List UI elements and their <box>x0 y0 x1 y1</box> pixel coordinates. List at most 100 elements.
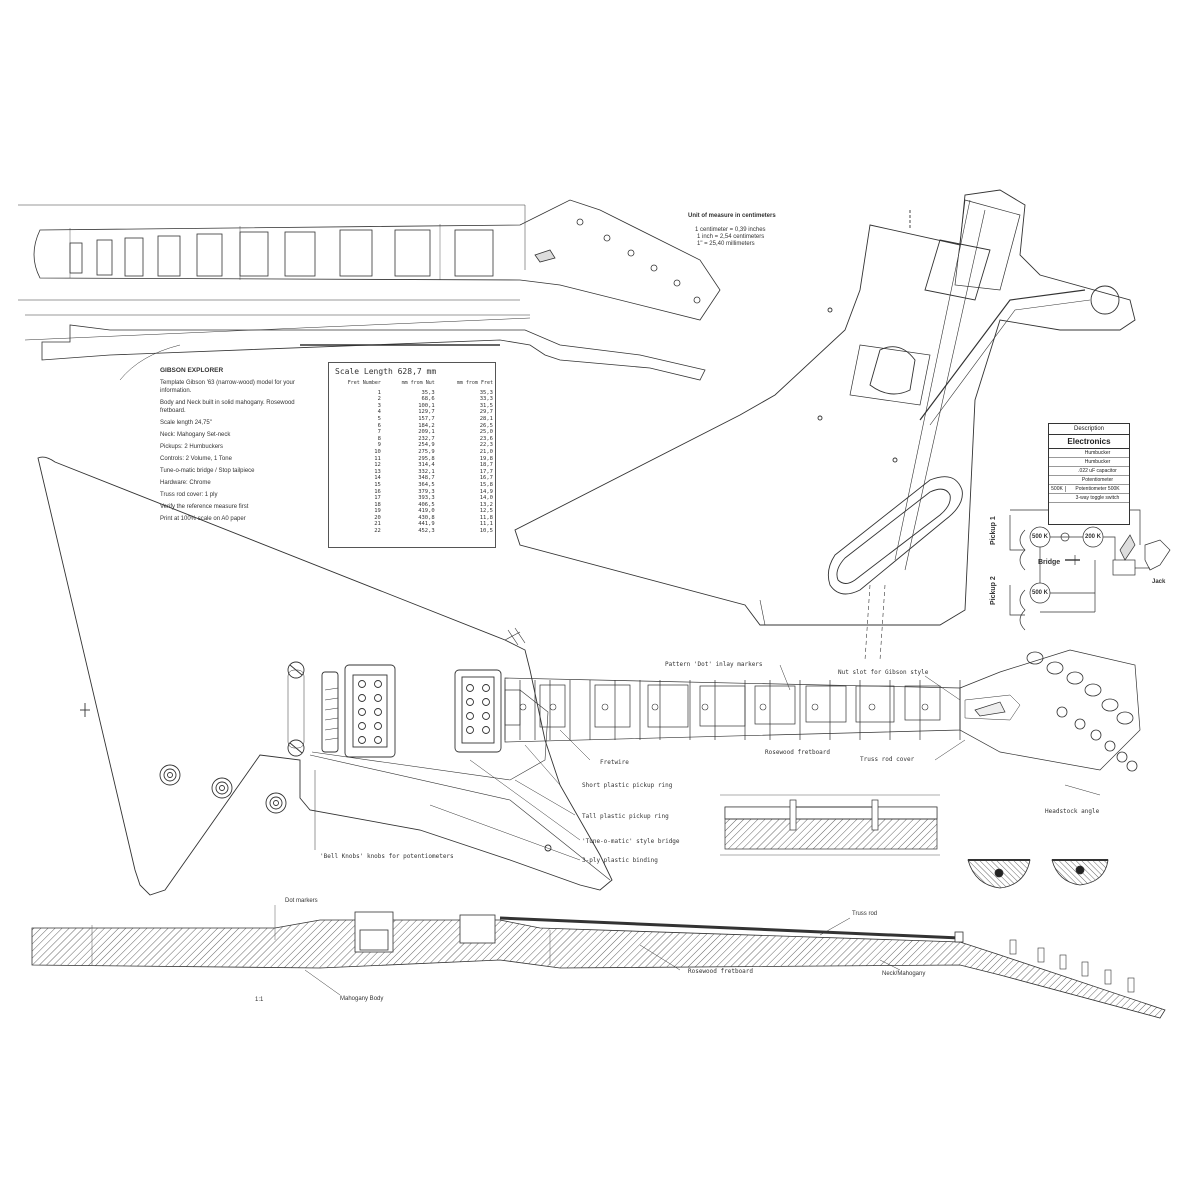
label-binding: 3-ply plastic binding <box>582 857 658 864</box>
spec-line: Hardware: Chrome <box>160 480 211 486</box>
units-line-3: 1" = 25,40 millimeters <box>697 241 755 247</box>
spec-line: Neck: Mahogany Set-neck <box>160 432 231 438</box>
spec-line: Scale length 24,75" <box>160 420 212 426</box>
schematic-pickup1: Pickup 1 <box>990 516 997 545</box>
units-line-2: 1 inch = 2,54 centimeters <box>697 234 765 240</box>
fret-table-cell: 275,9 <box>418 448 435 455</box>
inlay-marker <box>754 685 796 725</box>
fret-table-cell: 13 <box>374 468 381 475</box>
explorer-body-back <box>514 189 1136 661</box>
fret-table-caption: Scale Length 628,7 mm <box>335 367 437 376</box>
fret-table-cell: 26,5 <box>479 422 493 429</box>
fretboard-main <box>504 649 1141 772</box>
schematic-pot2: 200 K <box>1085 534 1102 540</box>
guitar-side-view <box>31 905 1166 1019</box>
fret-table-cell: 68,6 <box>421 396 435 403</box>
fret-table-cell: 129,7 <box>418 409 435 416</box>
inlay-marker <box>594 684 631 728</box>
fret-table-cell: 10,5 <box>479 528 493 535</box>
inlay-marker <box>855 685 895 723</box>
fret-table-cell: 14,9 <box>479 488 493 495</box>
fret-table-row: 10 275,9 21,0 <box>329 449 495 456</box>
fret-table-cell: 7 <box>377 429 381 436</box>
fret-table-cell: 430,8 <box>418 514 435 521</box>
label-dot-markers: Dot markers <box>285 898 318 904</box>
inlay-marker <box>805 685 847 723</box>
fret-table-cell: 14,0 <box>479 495 493 502</box>
neck-top-view <box>18 199 721 321</box>
schematic-pot3: 500 K <box>1032 590 1049 596</box>
spec-line: Body and Neck built in solid mahogany. R… <box>160 400 295 414</box>
fret-table-cell: 28,1 <box>479 415 493 422</box>
fret-table-cell: 393,3 <box>418 495 435 502</box>
fret-table-cell: 10 <box>374 448 381 455</box>
fret-table-cell: 21 <box>374 521 381 528</box>
label-scale: 1:1 <box>255 997 264 1003</box>
fret-table-cell: 12,5 <box>479 508 493 515</box>
fret-table-cell: 100,1 <box>418 402 435 409</box>
fret-table-cell: 23,6 <box>479 435 493 442</box>
neck-profiles <box>967 859 1109 889</box>
spec-line: Pickups: 2 Humbuckers <box>160 444 224 450</box>
fret-table-cell: 15 <box>374 481 381 488</box>
fretboard-dots <box>519 703 929 711</box>
fret-table-cell: 314,4 <box>418 462 435 469</box>
fret-table-cell: 18 <box>374 501 381 508</box>
fret-table-cell: 1 <box>377 389 381 396</box>
fret-table-cell: 35,3 <box>421 389 435 396</box>
spec-line: Template Gibson '63 (narrow-wood) model … <box>160 380 295 394</box>
label-truss-rod: Truss rod <box>852 911 878 917</box>
fret-table-header-row: Fret Number mm from Nut mm from Fret <box>329 380 495 390</box>
wiring-schematic <box>1009 509 1171 631</box>
fret-table-row: 12 314,4 18,7 <box>329 462 495 469</box>
fret-table-cell: 348,7 <box>418 475 435 482</box>
fret-table-cell: 31,5 <box>479 402 493 409</box>
neck-side-view <box>24 314 706 381</box>
fret-table-cell: 11 <box>374 455 381 462</box>
fret-table-cell: 379,3 <box>418 488 435 495</box>
electronics-legend: Description Electronics Humbucker Humbuc… <box>1048 423 1130 525</box>
fret-table-cell: 21,0 <box>479 448 493 455</box>
fret-table-cell: 254,9 <box>418 442 435 449</box>
fret-table-cell: 18,7 <box>479 462 493 469</box>
label-fretboard-side: Rosewood fretboard <box>688 968 754 975</box>
spec-block: GIBSON EXPLORER Template Gibson '63 (nar… <box>160 367 320 527</box>
spec-line: Controls: 2 Volume, 1 Tone <box>160 456 232 462</box>
fret-table-cell: 12 <box>374 462 381 469</box>
schematic-pot1: 500 K <box>1032 534 1049 540</box>
fret-table-cell: 13,2 <box>479 501 493 508</box>
legend-row: Potentiometer <box>1049 476 1129 485</box>
inlay-marker <box>647 684 689 728</box>
inlay-marker <box>904 685 941 721</box>
units-title: Unit of measure in centimeters <box>688 213 776 219</box>
fret-table-cell: 5 <box>377 415 381 422</box>
label-fretboard: Rosewood fretboard <box>765 749 831 756</box>
fret-table-cell: 4 <box>377 409 381 416</box>
fret-table-cell: 441,9 <box>418 521 435 528</box>
fret-table-cell: 9 <box>377 442 381 449</box>
fret-table-header: mm from Fret <box>456 380 493 386</box>
label-position-markers: Pattern 'Dot' inlay markers <box>665 661 763 668</box>
label-truss-cover: Truss rod cover <box>860 756 915 763</box>
fret-table-row: 18 406,5 13,2 <box>329 502 495 509</box>
fret-table-cell: 406,5 <box>418 501 435 508</box>
label-fret-wire: Fretwire <box>600 759 629 766</box>
spec-line: Truss rod cover: 1 ply <box>160 492 218 498</box>
fret-cross-section <box>720 794 940 856</box>
label-nut-slot: Nut slot for Gibson style <box>838 669 929 676</box>
fret-table-cell: 22 <box>374 528 381 535</box>
fret-table-header: mm from Nut <box>401 380 435 386</box>
